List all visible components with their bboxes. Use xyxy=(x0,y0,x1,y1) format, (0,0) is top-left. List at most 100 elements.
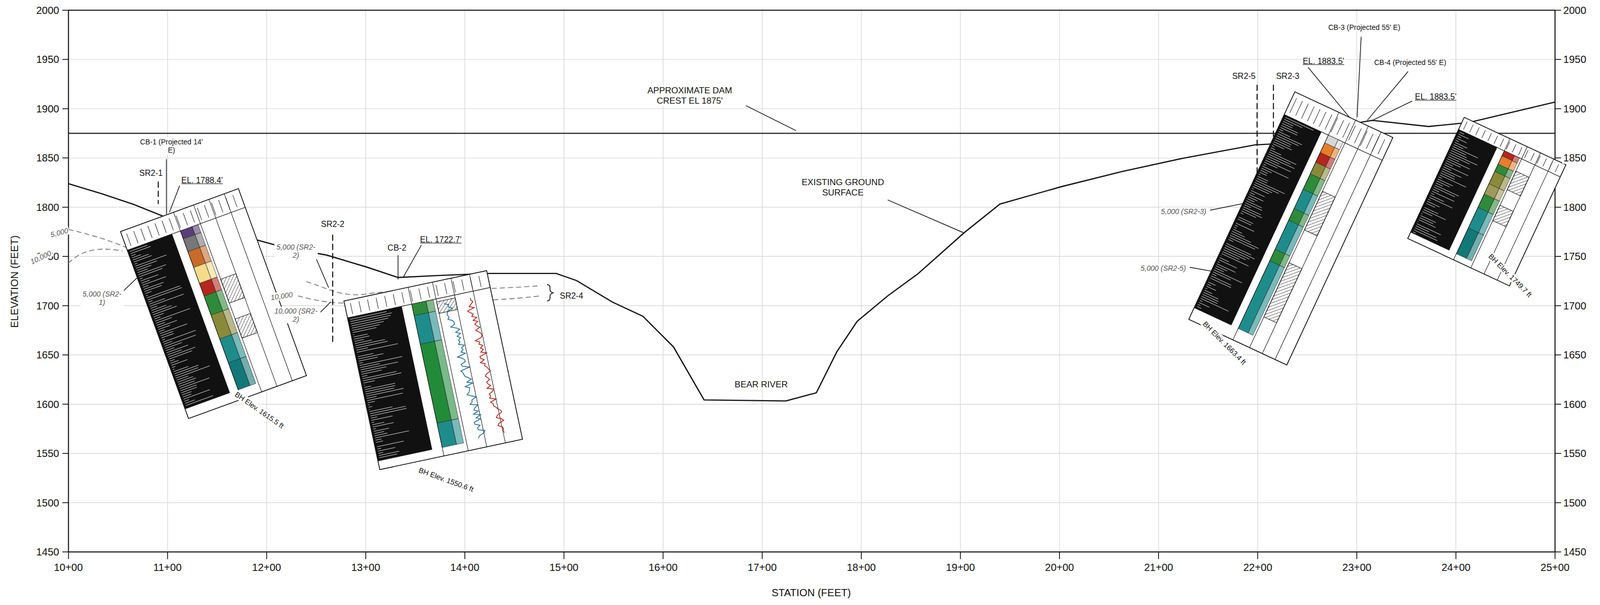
label: 1800 xyxy=(1562,201,1588,214)
column-line xyxy=(407,287,445,456)
header-stroke xyxy=(461,279,465,291)
label: 1850 xyxy=(35,152,61,165)
tick-mark xyxy=(860,551,862,560)
description-stroke xyxy=(1248,196,1258,201)
description-stroke xyxy=(168,347,195,357)
description-stroke xyxy=(183,394,192,398)
description-stroke xyxy=(1197,306,1202,309)
hatch-zone xyxy=(1507,171,1529,197)
description-stroke xyxy=(155,317,172,324)
description-stroke xyxy=(358,353,384,359)
boring-log xyxy=(1407,117,1566,286)
description-stroke xyxy=(1211,275,1232,286)
description-stroke xyxy=(1267,155,1295,169)
description-stroke xyxy=(361,369,382,374)
header-stroke xyxy=(1488,133,1492,141)
header-stroke xyxy=(1354,128,1362,144)
label: 1500 xyxy=(1562,496,1588,509)
leader-line xyxy=(320,302,331,313)
header-stroke xyxy=(1318,111,1326,127)
description-stroke xyxy=(359,362,364,364)
label: 1950 xyxy=(1562,53,1588,66)
description-stroke xyxy=(370,416,378,419)
description-stroke xyxy=(1269,149,1282,155)
description-stroke xyxy=(1235,222,1254,232)
header-stroke xyxy=(148,225,153,239)
tick-mark xyxy=(62,305,69,307)
description-stroke xyxy=(373,428,377,430)
label: SR2-2 xyxy=(319,219,346,230)
description-stroke xyxy=(1449,152,1478,166)
column-line xyxy=(469,274,506,444)
header-stroke xyxy=(1378,139,1385,155)
header-stroke xyxy=(384,296,388,307)
description-stroke xyxy=(161,333,174,339)
column-line xyxy=(1453,138,1511,260)
description-stroke xyxy=(370,408,407,417)
label: 14+00 xyxy=(449,561,481,574)
description-stroke xyxy=(139,278,143,280)
stratum xyxy=(199,245,212,264)
header-stroke xyxy=(350,303,353,315)
label: 5,000 (SR2-3) xyxy=(1159,206,1208,216)
label: BH Elev. 1550.6 ft xyxy=(416,465,476,494)
label: EL. 1722.7' xyxy=(418,235,463,245)
grid-line xyxy=(1158,10,1159,552)
header-stroke xyxy=(1360,131,1367,146)
tick-mark xyxy=(62,551,69,553)
header-stroke xyxy=(1295,101,1303,117)
description-stroke xyxy=(1418,219,1436,228)
label: 11+00 xyxy=(152,561,183,574)
description-stroke xyxy=(138,264,167,275)
description-stroke xyxy=(161,338,165,340)
description-stroke xyxy=(352,324,380,331)
column-line xyxy=(173,212,242,400)
description-stroke xyxy=(174,365,199,374)
label: CB-2 xyxy=(386,242,407,253)
description-stroke xyxy=(1417,221,1419,222)
grid-line xyxy=(563,10,565,552)
description-stroke xyxy=(1215,265,1227,271)
description-stroke xyxy=(1257,176,1268,182)
description-stroke xyxy=(368,406,373,407)
tick-mark xyxy=(1554,551,1556,560)
description-stroke xyxy=(373,428,390,432)
description-stroke xyxy=(368,404,370,406)
description-stroke xyxy=(178,380,195,387)
tick-mark xyxy=(62,9,69,11)
description-stroke xyxy=(1256,178,1268,184)
description-stroke xyxy=(377,441,404,447)
header-stroke xyxy=(1499,138,1504,147)
label: 1450 xyxy=(35,546,61,559)
stratum xyxy=(426,299,436,313)
description-stroke xyxy=(169,359,175,362)
description-stroke xyxy=(1278,131,1291,137)
header-stroke xyxy=(1555,164,1559,173)
boring-log xyxy=(344,270,523,470)
description-stroke xyxy=(1198,304,1201,306)
header-stroke xyxy=(1463,121,1467,130)
label: 1850 xyxy=(1562,152,1588,165)
description-stroke xyxy=(1237,219,1252,226)
label: 1750 xyxy=(1562,250,1588,263)
description-stroke xyxy=(1459,132,1465,135)
header-stroke xyxy=(1330,117,1338,133)
description-stroke xyxy=(133,254,149,260)
description-stroke xyxy=(376,444,378,445)
label: 1450 xyxy=(1562,546,1588,559)
tick-mark xyxy=(1555,108,1562,110)
tick-mark xyxy=(761,551,763,560)
description-stroke xyxy=(135,254,167,267)
grid-line xyxy=(761,10,763,552)
description-stroke xyxy=(162,330,197,342)
description-stroke xyxy=(1457,136,1462,138)
label: 1500 xyxy=(35,496,61,509)
header-stroke xyxy=(444,283,448,295)
description-stroke xyxy=(1448,156,1460,162)
description-stroke xyxy=(155,308,191,322)
description-stroke xyxy=(360,362,398,370)
tick-mark xyxy=(62,452,69,454)
description-stroke xyxy=(1239,214,1240,216)
stratum xyxy=(194,232,206,248)
